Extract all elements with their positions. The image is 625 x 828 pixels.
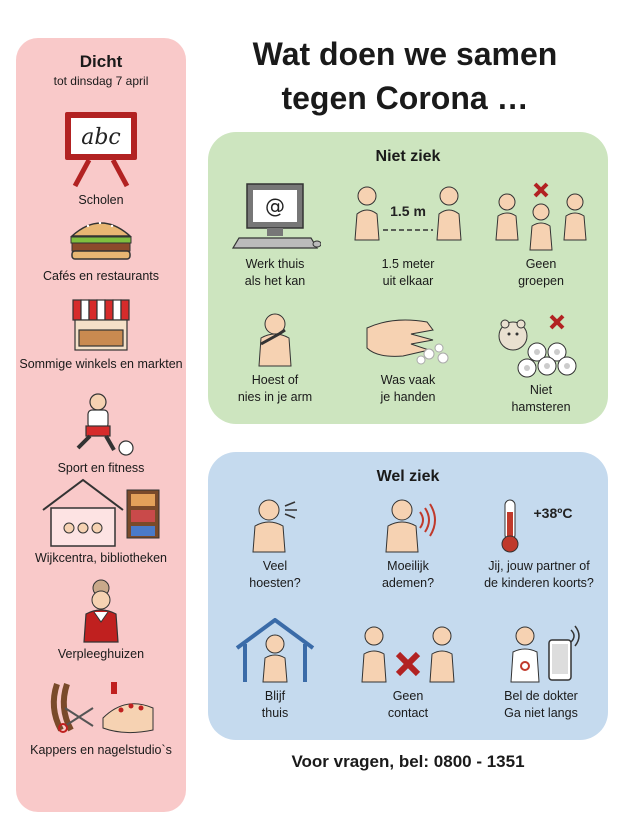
- stay-home-icon: [235, 618, 315, 683]
- closed-item-cafes: Cafés en restaurants: [16, 214, 186, 284]
- label-line-2: hoesten?: [249, 576, 301, 590]
- label-line-1: Moeilijk: [387, 559, 429, 573]
- label-line-2: de kinderen koorts?: [484, 576, 594, 590]
- label-line-2: groepen: [518, 274, 564, 288]
- title-line-2: tegen Corona …: [281, 80, 529, 116]
- healthy-panel: Niet ziek @ Werk thuis als het kan 1.5 m …: [208, 132, 608, 424]
- temperature-text: +38ºC: [534, 505, 573, 521]
- closed-item-sport: Sport en fitness: [16, 392, 186, 476]
- sick-heading: Wel ziek: [376, 468, 440, 485]
- cell-label: Jij, jouw partner of de kinderen koorts?: [470, 558, 608, 592]
- breathing-icon: [385, 499, 436, 553]
- healthy-item-distance: 1.5 m 1.5 meter uit elkaar: [343, 182, 473, 290]
- closed-item-label: Scholen: [78, 193, 124, 207]
- page-title: Wat doen we samen tegen Corona …: [200, 32, 610, 120]
- label-line-1: Werk thuis: [245, 257, 305, 271]
- closed-item-label: Sport en fitness: [57, 461, 145, 475]
- label-line-2: contact: [387, 706, 429, 720]
- healthy-item-wash-hands: Was vaak je handen: [343, 312, 473, 406]
- computer-icon: @: [231, 183, 321, 249]
- call-doctor-icon: [510, 625, 580, 683]
- label-line-1: Jij, jouw partner of: [488, 559, 590, 573]
- closed-panel: Dicht tot dinsdag 7 april abc Scholen Ca…: [16, 38, 186, 812]
- closed-heading: Dicht: [79, 52, 123, 71]
- burger-icon: [70, 221, 132, 260]
- no-contact-icon: [361, 626, 455, 683]
- sick-item-stay-home: Blijf thuis: [210, 618, 340, 722]
- label-line-2: als het kan: [244, 274, 306, 288]
- sick-item-no-contact: Geen contact: [343, 624, 473, 722]
- cell-label: Blijf thuis: [210, 688, 340, 722]
- market-stall-icon: [72, 299, 130, 351]
- healthy-item-no-hoarding: Niet hamsteren: [476, 312, 606, 416]
- sick-item-breathing: Moeilijk ademen?: [343, 498, 473, 592]
- closed-item-label: Kappers en nagelstudio`s: [30, 743, 172, 757]
- soccer-player-icon: [76, 393, 134, 456]
- chalkboard-icon: abc: [65, 112, 137, 188]
- label-line-1: Veel: [262, 559, 288, 573]
- label-line-1: Geen: [525, 257, 557, 271]
- cell-label: Moeilijk ademen?: [343, 558, 473, 592]
- cell-label: Was vaak je handen: [343, 372, 473, 406]
- label-line-2: thuis: [261, 706, 289, 720]
- label-line-1: Bel de dokter: [504, 689, 578, 703]
- label-line-2: nies in je arm: [237, 390, 313, 404]
- closed-item-label: Sommige winkels en markten: [19, 357, 183, 371]
- closed-until: tot dinsdag 7 april: [53, 74, 149, 88]
- title-line-1: Wat doen we samen: [252, 36, 558, 72]
- sick-item-coughing: Veel hoesten?: [210, 498, 340, 592]
- no-groups-icon: [495, 182, 587, 251]
- label-line-1: 1.5 meter: [381, 257, 435, 271]
- closed-item-nursing: Verpleeghuizen: [16, 578, 186, 662]
- sick-item-call-doctor: Bel de dokter Ga niet langs: [476, 624, 606, 722]
- cell-label: Werk thuis als het kan: [210, 256, 340, 290]
- distance-icon: 1.5 m: [354, 186, 462, 241]
- cell-label: Geen contact: [343, 688, 473, 722]
- label-line-1: Was vaak: [380, 373, 436, 387]
- label-line-2: Ga niet langs: [504, 706, 578, 720]
- closed-item-community: Wijkcentra, bibliotheken: [16, 476, 186, 566]
- label-line-1: Blijf: [264, 689, 286, 703]
- cough-arm-icon: [258, 313, 292, 367]
- scissors-nail-icon: [50, 682, 154, 734]
- chalkboard-text: abc: [81, 125, 121, 150]
- label-line-2: je handen: [380, 390, 436, 404]
- closed-item-hairdresser: Kappers en nagelstudio`s: [16, 678, 186, 758]
- cell-label: Hoest of nies in je arm: [210, 372, 340, 406]
- nurse-icon: [83, 579, 119, 643]
- label-line-2: ademen?: [381, 576, 435, 590]
- closed-item-label: Wijkcentra, bibliotheken: [34, 551, 167, 565]
- closed-item-shops: Sommige winkels en markten: [16, 296, 186, 372]
- label-line-1: Hoest of: [251, 373, 299, 387]
- label-line-2: uit elkaar: [382, 274, 434, 288]
- closed-item-label: Cafés en restaurants: [42, 269, 160, 283]
- label-line-1: Niet: [529, 383, 553, 397]
- closed-item-label: Verpleeghuizen: [57, 647, 145, 661]
- label-line-1: Geen: [392, 689, 424, 703]
- community-center-icon: [42, 478, 160, 547]
- wash-hands-icon: [366, 319, 449, 365]
- cell-label: Veel hoesten?: [210, 558, 340, 592]
- cell-label: 1.5 meter uit elkaar: [343, 256, 473, 290]
- no-hoarding-icon: [498, 314, 577, 378]
- coughing-icon: [252, 499, 297, 553]
- healthy-item-no-groups: Geen groepen: [476, 182, 606, 290]
- healthy-item-cough-arm: Hoest of nies in je arm: [210, 312, 340, 406]
- closed-item-schools: abc Scholen: [16, 108, 186, 208]
- thermometer-icon: +38ºC: [501, 499, 573, 553]
- sick-panel: Wel ziek Veel hoesten? Moeilijk ademen? +3…: [208, 452, 608, 740]
- label-line-2: hamsteren: [511, 400, 571, 414]
- cell-label: Niet hamsteren: [476, 382, 606, 416]
- cell-label: Geen groepen: [476, 256, 606, 290]
- sick-item-fever: +38ºC Jij, jouw partner of de kinderen ko…: [470, 498, 608, 592]
- distance-text: 1.5 m: [390, 203, 426, 219]
- healthy-heading: Niet ziek: [375, 148, 441, 165]
- screen-text: @: [265, 194, 285, 218]
- cell-label: Bel de dokter Ga niet langs: [476, 688, 606, 722]
- healthy-item-work-home: @ Werk thuis als het kan: [210, 182, 340, 290]
- footer-phone: Voor vragen, bel: 0800 - 1351: [291, 752, 525, 771]
